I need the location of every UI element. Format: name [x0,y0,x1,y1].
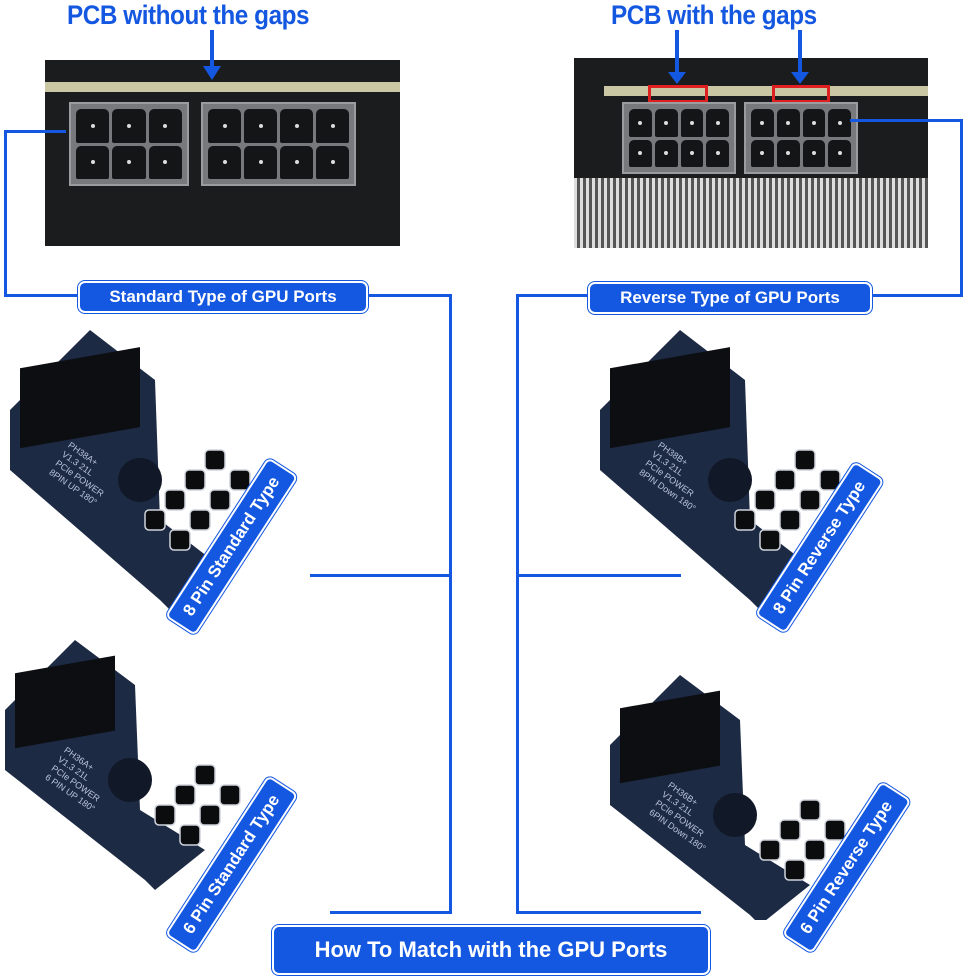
pcb-photo-with-gaps [574,58,928,248]
adapter-6pin-standard [5,640,241,890]
gpu-8pin-port [622,102,736,174]
gpu-8pin-port [201,102,356,186]
adapter-illustrations [5,330,846,920]
gpu-8pin-port [744,102,858,174]
title-pcb-with-gaps: PCB with the gaps [611,0,817,30]
how-to-match-label: How To Match with the GPU Ports [272,925,710,975]
reverse-type-label: Reverse Type of GPU Ports [588,282,872,314]
heatsink [574,178,928,248]
gap-highlight [772,85,830,103]
adapter-8pin-standard [10,330,251,610]
arrow-icon [203,66,221,80]
adapter-6pin-reverse [610,675,846,920]
arrow-icon [791,72,809,84]
adapter-8pin-reverse [600,330,841,610]
gpu-6pin-port [69,102,189,186]
arrow-icon [668,72,686,84]
gap-highlight [648,85,708,103]
pcb-photo-without-gaps [45,60,400,246]
title-pcb-without-gaps: PCB without the gaps [67,0,310,30]
standard-type-label: Standard Type of GPU Ports [78,281,368,313]
